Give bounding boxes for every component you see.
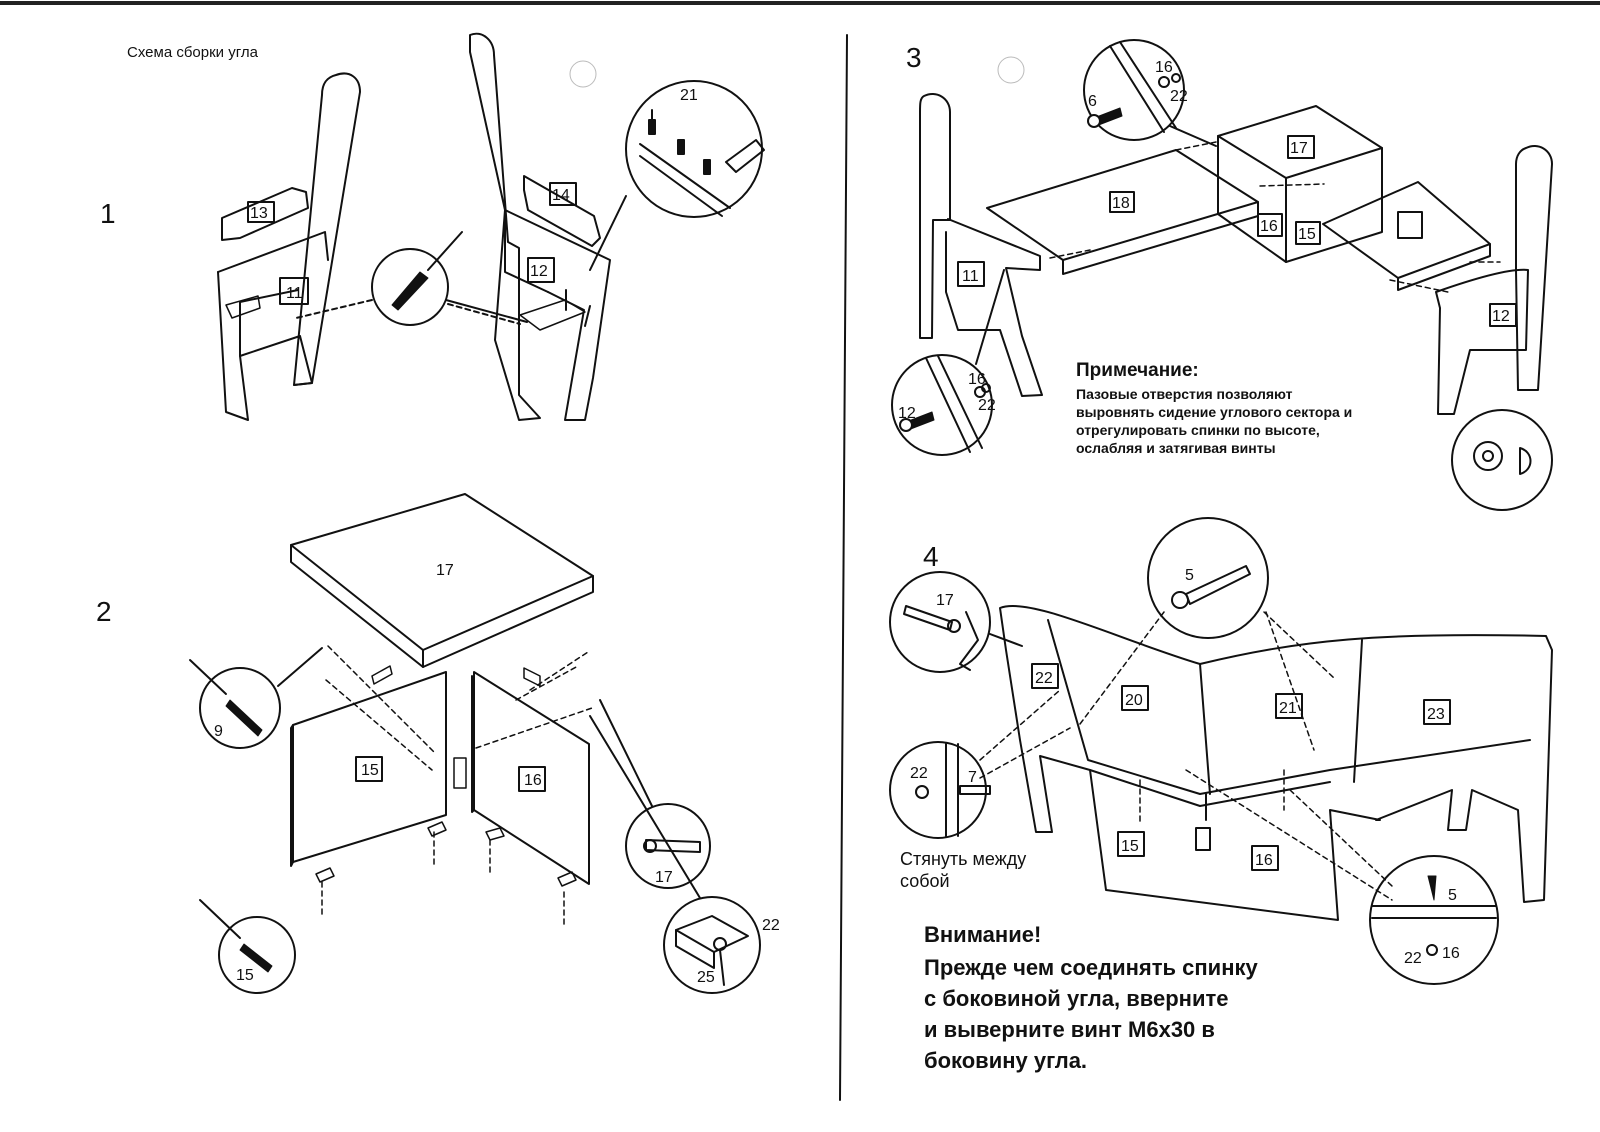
callout-22-label: 22 — [762, 917, 780, 934]
note-body: Пазовые отверстия позволяют выровнять си… — [1076, 385, 1352, 457]
part-15-label-d4: 15 — [1121, 838, 1139, 855]
side-panel-11: 11 — [217, 72, 361, 421]
bolt-callout-5-top: 5 — [1147, 517, 1269, 639]
part-21-label: 21 — [1279, 700, 1297, 717]
bolt-callout-17: 17 — [599, 699, 711, 889]
armrest-13: 13 — [221, 187, 309, 241]
part-18-label: 18 — [1112, 195, 1130, 212]
part-16-label-d3: 16 — [1260, 218, 1278, 235]
diagram-1: 11 13 14 12 — [217, 32, 765, 421]
panel-16: 16 — [471, 671, 590, 885]
callout-22a-label-d4: 22 — [910, 765, 928, 782]
assembly-guide-lines-d3 — [1049, 141, 1501, 293]
step-3-number: 3 — [906, 42, 922, 73]
part-11-box — [279, 277, 309, 305]
diagram-4: 22 20 21 23 15 16 — [889, 517, 1553, 985]
corner-seat-17: 17 — [290, 493, 594, 668]
backrest-right-12: 12 — [1435, 145, 1553, 415]
callout-17-label-d4: 17 — [936, 592, 954, 609]
callout-12-label: 12 — [898, 405, 916, 422]
note-line: отрегулировать спинки по высоте, — [1076, 422, 1320, 438]
side-panel-12: 14 12 — [469, 32, 611, 421]
punch-hole-left — [569, 60, 597, 88]
pull-label-line: собой — [900, 871, 950, 891]
corner-box-17: 17 16 15 — [1217, 105, 1383, 263]
screw-callout-6: 6 16 22 — [1083, 39, 1217, 147]
callout-16b-label: 16 — [968, 371, 986, 388]
callout-7-label: 7 — [968, 769, 977, 786]
pull-together-label: Стянуть между собой — [900, 848, 1026, 892]
callout-16a-label: 16 — [1155, 59, 1173, 76]
part-17-label-d3: 17 — [1290, 140, 1308, 157]
step-2-number: 2 — [96, 596, 112, 627]
step-1-number: 1 — [100, 198, 116, 229]
warning-body: Прежде чем соединять спинку с боковиной … — [924, 955, 1258, 1073]
callout-16-label-d4: 16 — [1442, 945, 1460, 962]
part-12-label-d3: 12 — [1492, 308, 1510, 325]
note-line: Пазовые отверстия позволяют — [1076, 386, 1293, 402]
callout-22b-label-d4: 22 — [1404, 950, 1422, 967]
screw-callout-5-bottom: 5 22 16 — [1369, 855, 1499, 985]
part-20-label: 20 — [1125, 692, 1143, 709]
part-15-label: 15 — [361, 762, 379, 779]
brackets-d2 — [315, 665, 577, 887]
panel-15: 15 — [290, 671, 447, 867]
backrest-left-11: 11 — [919, 93, 1043, 397]
part-12-label: 12 — [530, 263, 548, 280]
part-14-label: 14 — [552, 187, 570, 204]
part-17-label: 17 — [436, 562, 454, 579]
warning-heading: Внимание! — [924, 922, 1042, 947]
seat-18: 18 — [986, 149, 1259, 275]
screw-callout-12: 12 16 22 — [891, 269, 1005, 456]
callout-21-label: 21 — [680, 87, 698, 104]
screw-callout-9: 9 — [189, 647, 323, 749]
center-divider — [839, 34, 848, 1101]
part-11-label-d3: 11 — [962, 268, 979, 285]
dowel-callout-21: 21 — [589, 80, 765, 271]
callout-22a-label: 22 — [1170, 88, 1188, 105]
assembly-guide-lines-d2 — [321, 645, 593, 929]
part-15-label-d3: 15 — [1298, 226, 1316, 243]
callout-5a-label: 5 — [1185, 567, 1194, 584]
callout-6-label: 6 — [1088, 93, 1097, 110]
callout-25-label: 25 — [697, 969, 715, 986]
note-line: выровнять сидение углового сектора и — [1076, 404, 1353, 420]
part-23-label: 23 — [1427, 706, 1445, 723]
punch-hole-right — [997, 56, 1025, 84]
diagram-2: 17 15 16 — [189, 493, 780, 994]
part-16-label-d4: 16 — [1255, 852, 1273, 869]
screw-callout-15: 15 — [199, 899, 296, 994]
pull-label-line: Стянуть между — [900, 849, 1027, 869]
bolt-callout-22-7: 22 7 — [889, 741, 991, 839]
part-11-label: 11 — [286, 285, 303, 302]
assembly-guide-lines-d4 — [979, 611, 1393, 901]
screw-callout-d1 — [295, 231, 528, 326]
corner-bench-assembly: 22 20 21 23 15 16 — [999, 605, 1553, 921]
part-16-label: 16 — [524, 772, 542, 789]
page-title: Схема сборки угла — [127, 44, 258, 61]
note-line: ослабляя и затягивая винты — [1076, 440, 1276, 456]
callout-9-label: 9 — [214, 723, 223, 740]
washer-detail-callout — [1451, 409, 1553, 511]
callout-17-label: 17 — [655, 869, 673, 886]
diagram-3: 11 18 17 16 15 12 — [891, 39, 1553, 511]
bracket-callout-22-25: 22 25 — [589, 715, 780, 994]
callout-22b-label: 22 — [978, 397, 996, 414]
seat-right — [1322, 181, 1491, 291]
note-heading: Примечание: — [1076, 360, 1199, 381]
step-4-number: 4 — [923, 541, 939, 572]
callout-5b-label: 5 — [1448, 887, 1457, 904]
part-13-label: 13 — [250, 205, 268, 222]
callout-15-label: 15 — [236, 967, 254, 984]
part-22-label-d4: 22 — [1035, 670, 1053, 687]
wrench-callout-17: 17 — [889, 571, 1023, 673]
